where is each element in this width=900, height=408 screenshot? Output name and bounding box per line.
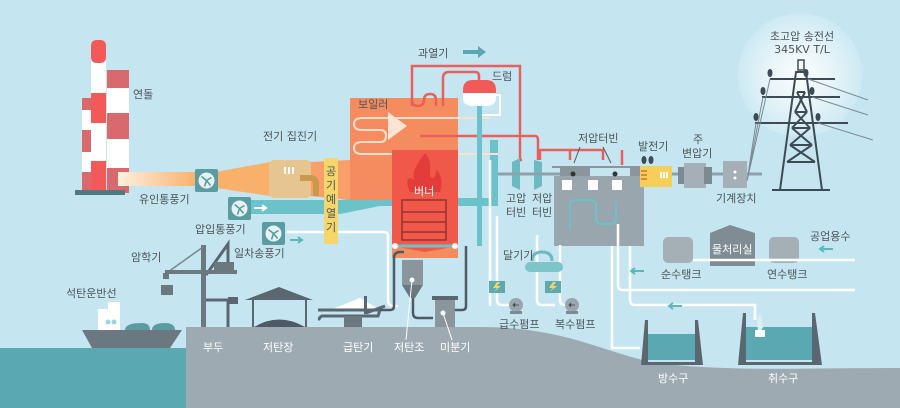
label-lp-turbine-1: 저압: [532, 192, 553, 205]
label-water-treatment: 물처리실: [712, 243, 753, 256]
label-transmission-1: 초고압 송전선: [769, 30, 835, 43]
label-air-preheater: 공기예열기: [325, 165, 337, 234]
discharge-basin: [641, 320, 703, 365]
main-transformer: [678, 163, 712, 188]
furnace: [392, 150, 458, 252]
label-chimney: 연돌: [133, 88, 154, 101]
label-discharge: 방수구: [658, 372, 689, 385]
label-transmission-2: 345KV T/L: [774, 43, 830, 56]
forced-air-arrow-icon: [254, 204, 268, 212]
downcomer: [477, 106, 482, 246]
air-preheater: [324, 158, 338, 244]
label-coal-ship: 석탄운반선: [66, 287, 117, 300]
label-unloader: 암학기: [131, 251, 162, 264]
generator: [640, 156, 672, 187]
label-pure-water-tank: 순수탱크: [661, 268, 702, 281]
flow-arrow-icon: [667, 302, 682, 310]
feed-pump: [509, 298, 523, 314]
coal-feed-line: [380, 250, 404, 312]
label-coal-yard: 저탄장: [263, 341, 294, 354]
coal-ship: [82, 302, 182, 348]
pulverizer-pointer: [442, 312, 453, 341]
label-induced-fan: 유인통풍기: [139, 193, 190, 206]
electrostatic-precipitator: [269, 160, 319, 198]
intake-basin: [738, 313, 822, 365]
lp-turbine-pointer: [573, 146, 581, 164]
label-hp-turbine-1: 고압: [506, 192, 527, 205]
insulators: [753, 69, 821, 121]
flue-gas-cone: [216, 162, 270, 196]
economizer-coil: [352, 117, 498, 155]
transmission-tower: [755, 59, 848, 191]
label-main-transformer-2: 변압기: [682, 147, 713, 160]
coal-bunker: [402, 260, 423, 298]
induced-fan-icon: [195, 169, 218, 192]
chimney: [75, 40, 129, 195]
pulverizer: [432, 296, 458, 327]
label-primary-fan: 일차송풍기: [234, 247, 285, 260]
deaerator: [525, 250, 563, 272]
label-switchgear: 기계장치: [716, 192, 757, 205]
label-main-transformer-1: 주: [693, 133, 704, 146]
label-intake: 취수구: [768, 372, 799, 385]
drum: [463, 80, 496, 106]
label-pier: 부두: [203, 341, 224, 354]
label-coal-feeder: 급탄기: [343, 341, 374, 354]
label-condensate-pump: 복수펌프: [555, 318, 596, 331]
power-lines: [746, 78, 874, 182]
coal-yard-shed: [245, 287, 313, 327]
ground: [186, 327, 900, 408]
water-treatment-building: [710, 225, 755, 266]
flue-gas-duct: [118, 172, 198, 186]
label-electrostatic-precipitator: 전기 집진기: [263, 130, 318, 143]
soft-water-tank: [769, 237, 799, 263]
label-forced-fan: 압입통풍기: [195, 223, 246, 236]
label-drum: 드럼: [492, 70, 513, 83]
lightning-icon: [545, 281, 561, 293]
label-feed-pump: 급수펌프: [499, 318, 540, 331]
label-coal-bunker: 저탄조: [394, 341, 425, 354]
superheater-arrow-icon: [463, 46, 486, 58]
flame-icon: [407, 153, 442, 192]
label-pulverizer: 미분기: [440, 341, 471, 354]
lightning-icon: [489, 281, 505, 293]
label-industrial-water: 공업용수: [810, 230, 851, 243]
primary-fan-icon: [262, 222, 285, 245]
primary-air-arrow-icon: [290, 236, 304, 244]
forced-fan-icon: [228, 197, 251, 220]
label-boiler: 보일러: [358, 98, 389, 111]
bunker-pointer: [405, 279, 413, 341]
flow-arrow-icon: [629, 267, 644, 275]
flow-arrow-icon: [818, 245, 833, 253]
primary-air-line: [287, 230, 398, 308]
condensate-pump: [565, 298, 579, 314]
water-pipes: [488, 160, 855, 350]
label-burner: 버너: [414, 185, 435, 198]
label-lp-turbine-2: 터빈: [532, 206, 553, 219]
label-deaerator: 달기기: [503, 249, 534, 262]
label-generator: 발전기: [638, 140, 669, 153]
boiler-nose: [388, 112, 407, 140]
lp-turbine-block: [552, 166, 644, 246]
burner-box: [401, 199, 447, 241]
transmission-glow: [738, 13, 862, 137]
pure-water-tank: [663, 237, 693, 263]
coal-feeder: [317, 296, 386, 327]
label-hp-turbine-2: 터빈: [506, 206, 527, 219]
switchgear: [723, 161, 747, 188]
label-lp-turbine-group: 저압터빈: [578, 132, 619, 145]
coal-unloader-crane: [161, 239, 238, 327]
label-soft-water-tank: 연수탱크: [767, 268, 808, 281]
label-superheater: 과열기: [418, 47, 449, 60]
steam-pipes: [410, 64, 624, 165]
sea: [0, 348, 190, 408]
